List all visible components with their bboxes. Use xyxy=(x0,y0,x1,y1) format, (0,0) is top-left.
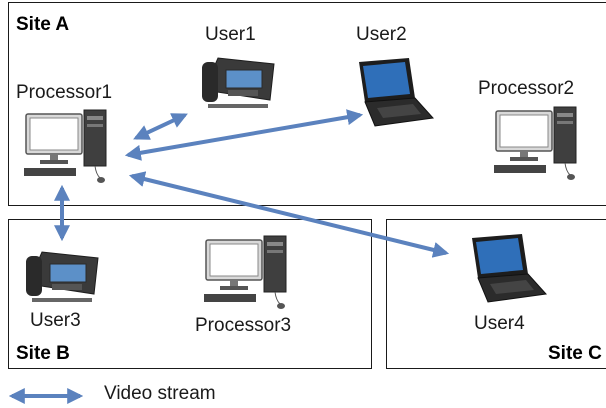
laptop-icon xyxy=(472,234,548,303)
user3-label: User3 xyxy=(30,310,81,331)
user4-label: User4 xyxy=(474,313,525,334)
laptop-icon xyxy=(359,58,435,127)
desk-phone-icon xyxy=(26,251,99,302)
desk-phone-icon xyxy=(202,57,275,108)
processor1-label: Processor1 xyxy=(16,82,113,103)
site-b-title: Site B xyxy=(16,343,70,364)
site-c-title: Site C xyxy=(548,343,602,364)
user1-label: User1 xyxy=(205,24,256,45)
processor3-label: Processor3 xyxy=(195,315,292,336)
desktop-computer-icon xyxy=(24,109,107,183)
site-a-title: Site A xyxy=(16,14,70,35)
user2-label: User2 xyxy=(356,24,407,45)
legend-label: Video stream xyxy=(104,383,216,404)
desktop-computer-icon xyxy=(494,106,577,180)
desktop-computer-icon xyxy=(204,235,287,309)
processor2-label: Processor2 xyxy=(478,78,575,99)
